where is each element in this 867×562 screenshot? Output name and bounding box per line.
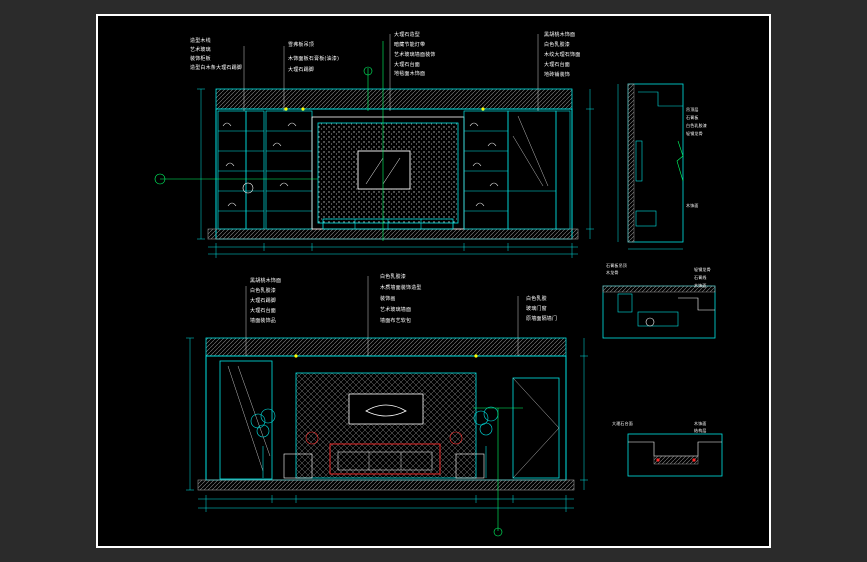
label-top-left-4: 造型白木条大理石踢脚 xyxy=(190,65,243,71)
label-bottom-left-5: 墙面装饰品 xyxy=(250,318,277,324)
bottom-ceiling-band xyxy=(205,337,567,357)
label-bottom-center-3: 装饰画 xyxy=(380,296,396,302)
section-ceiling-detail xyxy=(602,285,716,339)
label-detail-2: 木龙骨 xyxy=(606,270,619,275)
top-left-shelving xyxy=(217,110,313,230)
top-floor-band xyxy=(207,228,579,240)
label-side-3: 白色乳胶漆 xyxy=(686,123,707,128)
label-top-left-3: 装饰柜板 xyxy=(190,56,211,62)
label-bottom-left-4: 大理石台面 xyxy=(250,308,277,314)
bottom-leaders xyxy=(473,407,523,537)
section-side-view xyxy=(617,83,684,250)
top-dimensions xyxy=(197,88,594,258)
label-bottom-center-1: 白色乳胶漆 xyxy=(380,274,407,280)
label-top-center-5: 地毯面木饰面 xyxy=(394,71,426,77)
bottom-feature-wall xyxy=(295,372,477,479)
label-top-center-4: 大理石台面 xyxy=(394,62,421,68)
bottom-floor-band xyxy=(197,479,575,491)
label-detail-5: 木饰面 xyxy=(694,283,707,288)
top-leaders xyxy=(154,41,384,241)
label-top-center-1: 大理石造型 xyxy=(394,32,421,38)
bottom-dimensions xyxy=(186,337,588,512)
label-bottom-center-5: 墙面布艺软包 xyxy=(380,318,412,324)
label-top-center-2: 暗藏节能灯带 xyxy=(394,42,426,48)
label-bottom-left-1: 黑胡桃木饰面 xyxy=(250,278,282,284)
bottom-right-door xyxy=(512,377,560,479)
label-bottom-center-4: 艺术玻璃墙面 xyxy=(380,307,412,313)
top-tv-screen xyxy=(357,150,411,190)
bottom-sofa xyxy=(329,443,441,475)
label-small-2: 木饰面 xyxy=(694,421,707,426)
bottom-left-panel xyxy=(219,360,273,480)
bottom-painting xyxy=(348,393,424,425)
top-ceiling-band xyxy=(215,88,573,110)
top-elevation xyxy=(154,34,594,258)
label-side-4: 轻钢龙骨 xyxy=(686,131,703,136)
cad-drawing xyxy=(154,34,723,537)
bottom-plants xyxy=(250,406,499,478)
label-top-midleft-1: 雪弗板吊顶 xyxy=(288,42,315,48)
label-top-right-2: 白色乳胶漆 xyxy=(544,42,571,48)
label-top-right-5: 地砖铺装饰 xyxy=(544,72,571,78)
label-bottom-right-3: 原墙面隔墙门 xyxy=(526,316,558,322)
label-side-5: 木饰面 xyxy=(686,203,699,208)
top-right-shelving xyxy=(463,110,571,230)
section-small-detail xyxy=(627,433,723,477)
label-bottom-left-2: 白色乳胶漆 xyxy=(250,288,277,294)
label-top-left-1: 造型木线 xyxy=(190,38,211,44)
label-bottom-right-1: 白色乳胶 xyxy=(526,296,547,302)
label-small-1: 大理石台面 xyxy=(612,421,633,426)
label-side-1: 吊顶层 xyxy=(686,107,699,112)
label-top-right-1: 黑胡桃木饰面 xyxy=(544,32,576,38)
drawing-sheet: 造型木线 艺术玻璃 装饰柜板 造型白木条大理石踢脚 雪弗板吊顶 木饰面板石膏板(… xyxy=(96,14,771,548)
label-detail-3: 轻钢龙骨 xyxy=(694,267,711,272)
label-top-right-4: 大理石台面 xyxy=(544,62,571,68)
label-top-right-3: 木纹大理石饰面 xyxy=(544,52,581,58)
label-detail-1: 石膏板吊顶 xyxy=(606,263,627,268)
label-top-midleft-2: 木饰面板石膏板(油漆) xyxy=(288,56,340,62)
label-detail-4: 石膏线 xyxy=(694,275,707,280)
label-small-3: 结构层 xyxy=(694,428,707,433)
label-bottom-center-2: 木质墙面装饰造型 xyxy=(380,285,422,291)
label-bottom-right-2: 玻璃门窗 xyxy=(526,306,547,312)
label-bottom-left-3: 大理石踢脚 xyxy=(250,298,277,304)
bottom-elevation xyxy=(186,276,588,537)
label-top-midleft-3: 大理石踢脚 xyxy=(288,67,315,73)
bottom-chairs xyxy=(283,431,485,479)
label-top-left-2: 艺术玻璃 xyxy=(190,47,211,53)
label-top-center-3: 艺术玻璃墙面装饰 xyxy=(394,52,436,58)
label-side-2: 石膏板 xyxy=(686,115,699,120)
